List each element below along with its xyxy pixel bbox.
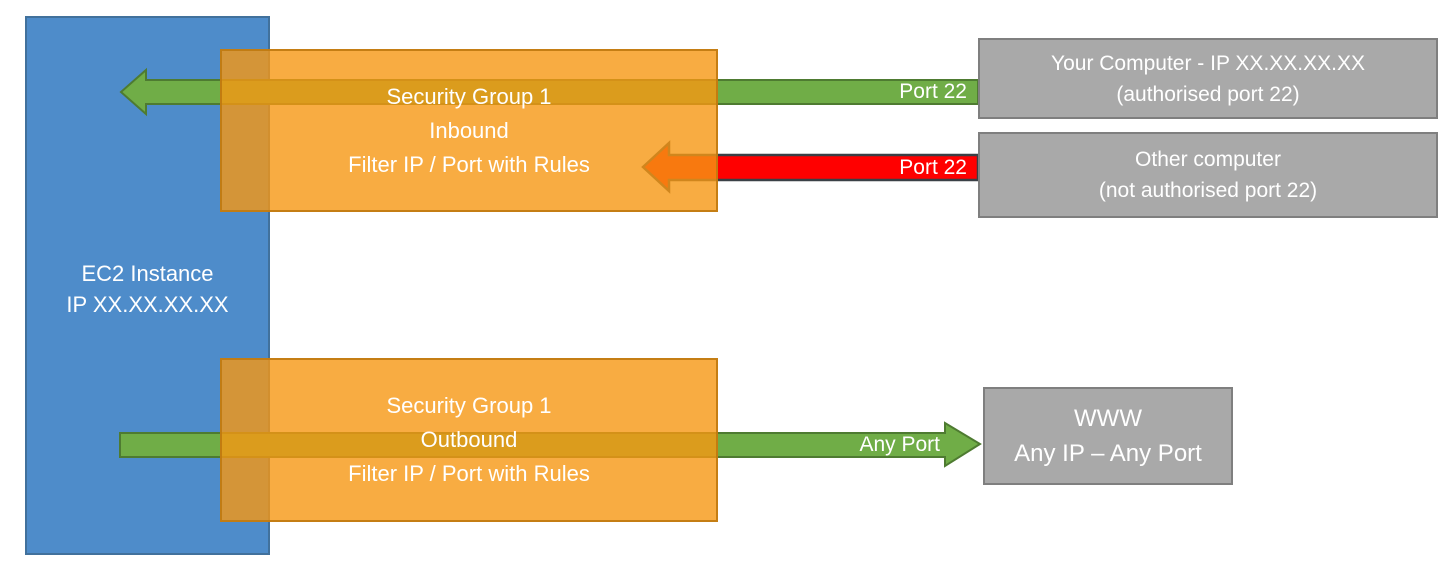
your-computer-box: Your Computer - IP XX.XX.XX.XX (authoris… (978, 38, 1438, 119)
inbound-blocked-port-label: Port 22 (899, 156, 967, 179)
inbound-allowed-port-label: Port 22 (899, 80, 967, 103)
outbound-port-label: Any Port (859, 433, 940, 456)
your-computer-line-2: (authorised port 22) (1116, 82, 1300, 106)
outbound-line-name: Security Group 1 (386, 393, 552, 418)
ec2-line-title: EC2 Instance (81, 261, 214, 286)
security-group-inbound-box: Security Group 1 Inbound Filter IP / Por… (220, 49, 718, 212)
other-computer-line-1: Other computer (1135, 148, 1281, 171)
other-computer-box: Other computer (not authorised port 22) (978, 132, 1438, 218)
security-group-outbound-box: Security Group 1 Outbound Filter IP / Po… (220, 358, 718, 522)
www-box: WWW Any IP – Any Port (983, 387, 1233, 485)
inbound-line-direction: Inbound (429, 117, 509, 143)
inbound-line-filter: Filter IP / Port with Rules (348, 151, 590, 177)
other-computer-line-2: (not authorised port 22) (1098, 179, 1318, 202)
ec2-line-ip: IP XX.XX.XX.XX (66, 292, 229, 317)
www-line-1: WWW (1074, 405, 1142, 432)
ec2-instance-label: EC2 Instance IP XX.XX.XX.XX (27, 258, 268, 320)
inbound-line-name: Security Group 1 (386, 83, 552, 109)
outbound-line-filter: Filter IP / Port with Rules (348, 461, 590, 486)
outbound-line-direction: Outbound (420, 427, 518, 452)
www-line-2: Any IP – Any Port (1014, 440, 1202, 467)
your-computer-line-1: Your Computer - IP XX.XX.XX.XX (1051, 51, 1365, 75)
